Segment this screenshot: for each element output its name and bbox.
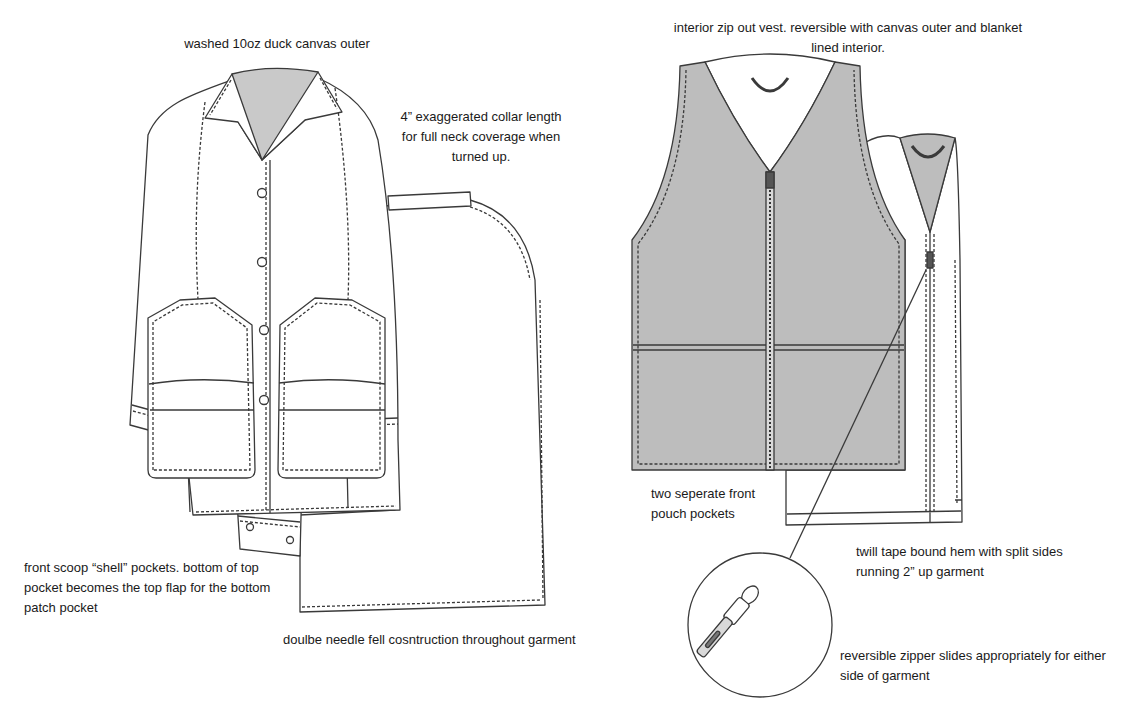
callout-label: front scoop “shell” pockets. bottom of t… xyxy=(24,558,282,618)
vest-front xyxy=(632,62,905,470)
callout-label: 4” exaggerated collar length for full ne… xyxy=(392,107,570,167)
callout-label: interior zip out vest. reversible with c… xyxy=(672,18,1024,58)
leader-line xyxy=(790,270,926,558)
callout-label: two seperate front pouch pockets xyxy=(651,484,779,524)
detail-circle xyxy=(688,553,832,697)
coat-back-collar xyxy=(388,192,471,210)
shell-pocket xyxy=(148,298,255,478)
callout-label: twill tape bound hem with split sides ru… xyxy=(856,542,1084,582)
callout-label: doulbe needle fell cosntruction througho… xyxy=(283,630,643,650)
coat-collar xyxy=(205,74,262,160)
callout-label: washed 10oz duck canvas outer xyxy=(157,34,397,54)
shell-pocket xyxy=(278,298,385,478)
callout-label: reversible zipper slides appropriately f… xyxy=(840,646,1110,686)
